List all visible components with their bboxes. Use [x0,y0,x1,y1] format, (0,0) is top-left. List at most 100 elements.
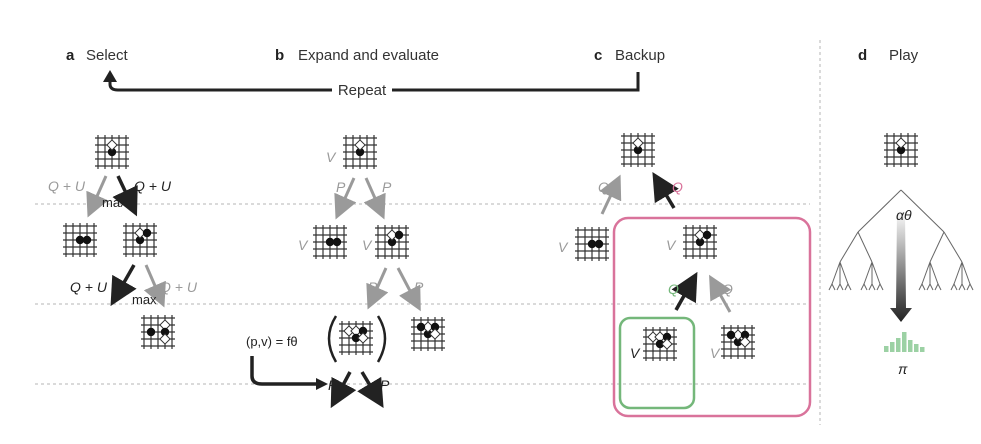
select-qu-left-mid: Q + U [70,279,108,295]
black-stone [75,235,85,245]
go-board [621,133,655,167]
expand-p-right: P [382,179,392,195]
black-stone [82,235,92,245]
black-stone [726,330,736,340]
black-stone [896,145,906,155]
black-stone [351,333,361,343]
repeat-label: Repeat [338,82,387,99]
expand-v-mid2: V [362,237,373,253]
select-qu-left-top: Q + U [48,178,86,194]
white-stone [895,137,907,149]
white-stone [694,229,706,241]
panel-backup: Q Q V V Q Q V V [558,133,812,418]
backup-v-bottom-left: V [630,345,641,361]
white-stone [159,319,171,331]
black-stone [387,237,397,247]
white-stone [739,336,751,348]
expand-p-out-left: P [328,377,338,393]
black-stone [107,147,117,157]
backup-q-left-top: Q [598,179,609,195]
expand-p-left: P [336,179,346,195]
expand-v-mid: V [298,237,309,253]
select-edge-mid-right [143,264,166,308]
white-stone [386,229,398,241]
paren-left [327,315,338,363]
expand-p-mid-left: P [368,279,378,295]
white-stone [429,328,441,340]
paren-right [376,315,387,363]
repeat-arrow [103,70,640,92]
black-stone [355,147,365,157]
panel-d-letter: d [858,47,867,64]
black-stone [655,339,665,349]
black-stone [430,322,440,332]
policy-bar [896,338,901,352]
panel-d-title: Play [889,47,919,64]
go-board [343,135,377,169]
white-stone [654,331,666,343]
network-arrow [250,356,318,386]
backup-edge-mid-right [709,274,732,313]
black-stone [394,230,404,240]
backup-q-right-top: Q [672,179,683,195]
panel-c-title: Backup [615,47,665,64]
policy-bar [920,347,925,352]
play-pi-label: π [898,361,908,377]
backup-green-box [618,316,696,410]
backup-v-left: V [558,239,569,255]
panel-expand: V P P V V P P (p,v) = fθ P P [246,135,445,409]
select-max-mid: max [132,292,157,307]
go-board [141,315,175,349]
white-stone [343,325,355,337]
backup-pink-box [612,216,812,418]
policy-bar [914,344,919,352]
black-stone [423,329,433,339]
black-stone [633,145,643,155]
go-board [411,317,445,351]
panel-c-letter: c [594,47,602,64]
backup-v-bottom-right: V [710,345,721,361]
expand-edge-right [363,177,386,220]
select-qu-right-top: Q + U [134,178,172,194]
black-stone [662,332,672,342]
black-stone [587,239,597,249]
go-board [683,225,717,259]
go-board [375,225,409,259]
white-stone [106,139,118,151]
backup-q-mid-left: Q [668,281,679,297]
panel-b-title: Expand and evaluate [298,47,439,64]
go-board [721,325,755,359]
backup-v-mid: V [666,237,677,253]
white-stone [647,331,659,343]
panel-select: Q + U Q + U max Q + U max Q + U [48,135,198,349]
white-stone [350,325,362,337]
backup-edge-left [599,174,622,215]
select-qu-right-mid: Q + U [160,279,198,295]
white-stone [159,333,171,345]
black-stone [702,230,712,240]
expand-p-mid-right: P [414,279,424,295]
black-stone [358,326,368,336]
policy-bar [884,346,889,352]
white-stone [732,329,744,341]
policy-bar [902,332,907,352]
white-stone [632,137,644,149]
go-board [339,321,373,355]
search-tree [828,189,974,291]
policy-histogram [884,332,925,352]
backup-edge-mid-left [671,271,698,311]
expand-network-eq: (p,v) = fθ [246,334,298,349]
select-edge-mid-left [110,264,137,307]
expand-out-left [330,371,357,409]
expand-edge-mid-right [396,267,421,312]
black-stone [325,237,335,247]
black-stone [695,237,705,247]
go-board [643,327,677,361]
go-board [63,223,97,257]
go-board [884,133,918,167]
black-stone [594,239,604,249]
expand-edge-left [334,177,357,220]
white-stone [422,321,434,333]
select-edge-left [86,175,109,218]
white-stone [354,139,366,151]
